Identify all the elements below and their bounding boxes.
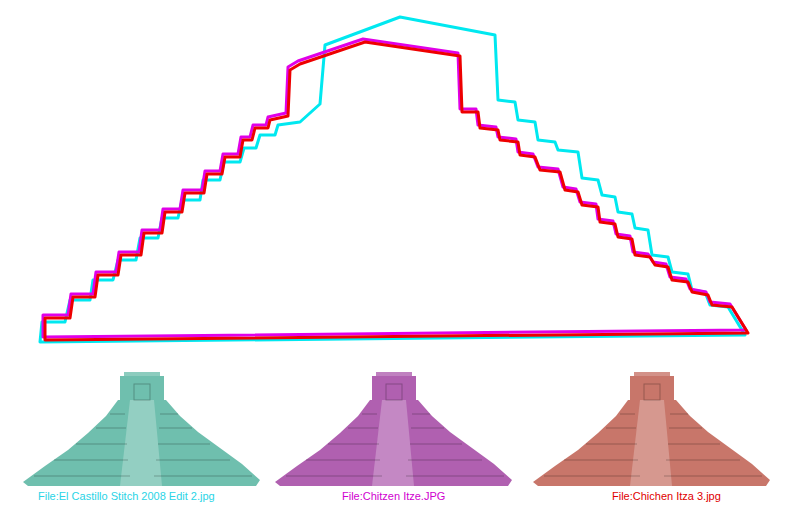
photo-cyan [23,372,260,486]
file-caption: File:Chichen Itza 3.jpg [612,489,721,503]
file-caption: File:Chitzen Itze.JPG [342,489,445,503]
outline-cyan [40,17,745,342]
photo-magenta [275,372,512,486]
file-caption: File:El Castillo Stitch 2008 Edit 2.jpg [38,489,215,503]
photo-red [533,372,770,486]
outline-magenta [43,39,746,337]
outline-red [45,42,748,340]
